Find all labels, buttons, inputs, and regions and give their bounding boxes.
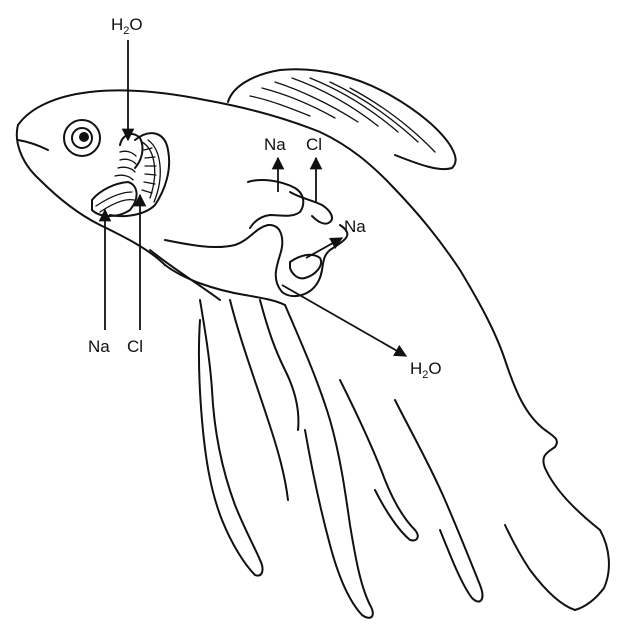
dorsal-fin [228, 69, 456, 169]
label-gill-cl: Cl [127, 337, 143, 356]
fins-lower [199, 300, 482, 618]
label-body-cl: Cl [306, 135, 322, 154]
arrow-kidney-na [306, 238, 342, 258]
label-gill-na: Na [88, 337, 110, 356]
label-kidney-na: Na [344, 217, 366, 236]
label-h2o-body: H2O [410, 359, 442, 381]
label-h2o-top: H2O [111, 15, 143, 37]
internal-organs [165, 180, 347, 305]
label-body-na: Na [264, 135, 286, 154]
gill-region [92, 133, 169, 216]
eye [64, 120, 100, 156]
arrow-h2o-out [282, 285, 406, 356]
